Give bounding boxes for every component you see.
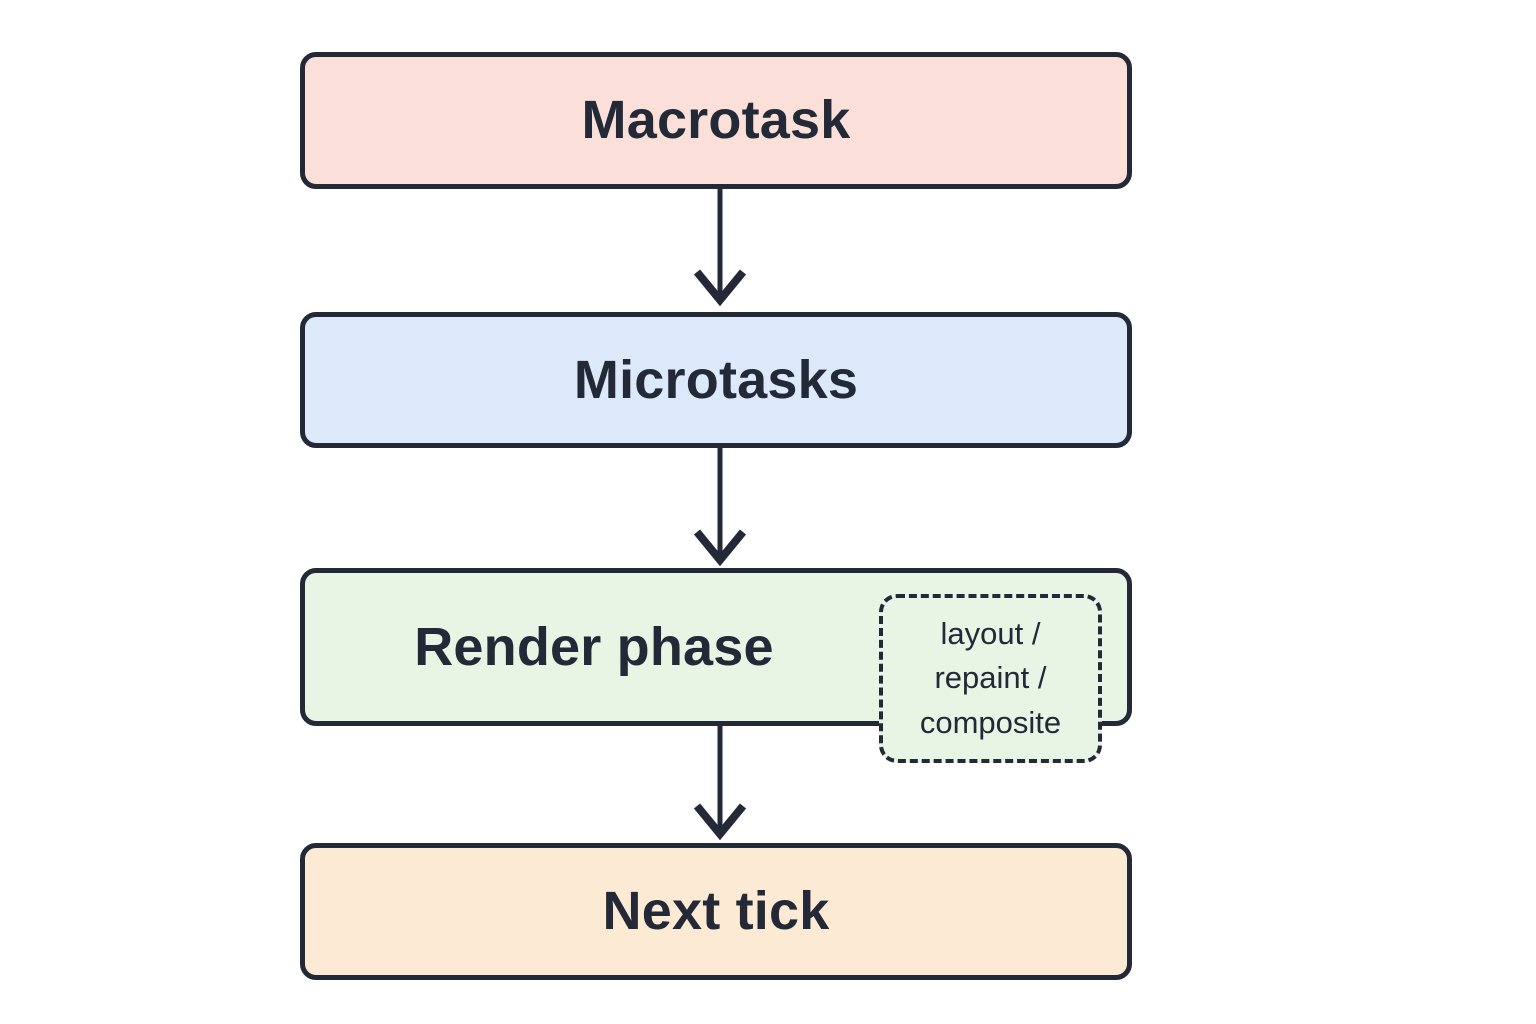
edge-microtasks-to-render-phase [693,448,747,567]
node-next-tick-label: Next tick [602,881,830,942]
annotation-render-detail-text: layout / repaint / composite [920,612,1061,744]
annotation-render-detail: layout / repaint / composite [879,594,1102,763]
annotation-line-layout: layout / [940,616,1041,652]
node-next-tick[interactable]: Next tick [300,843,1132,980]
node-render-phase-label: Render phase [414,616,774,677]
annotation-line-repaint: repaint / [934,660,1047,696]
node-macrotask[interactable]: Macrotask [300,52,1132,189]
edge-render-phase-to-next-tick [693,726,747,841]
node-macrotask-label: Macrotask [581,90,851,151]
node-microtasks[interactable]: Microtasks [300,312,1132,448]
node-microtasks-label: Microtasks [573,349,859,410]
edge-macrotask-to-microtasks [693,189,747,307]
annotation-line-composite: composite [919,704,1062,740]
